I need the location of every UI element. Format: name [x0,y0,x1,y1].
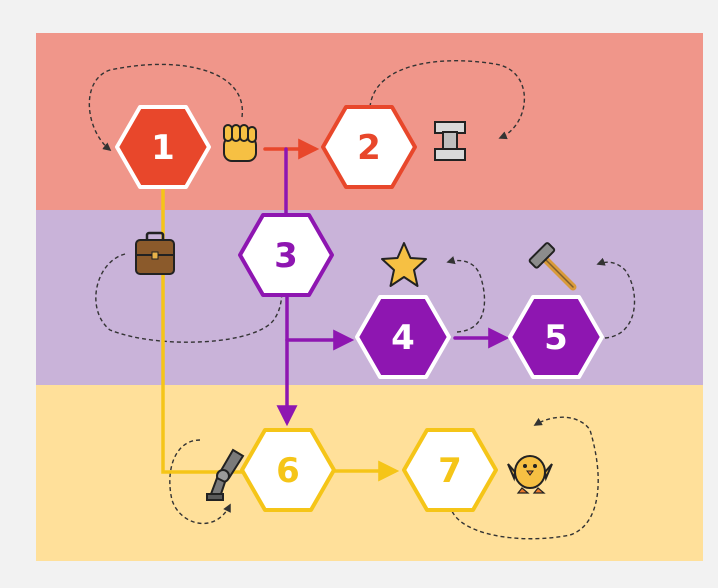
node-2-label: 2 [357,128,381,168]
briefcase-icon [135,231,175,275]
baby-chick-icon [507,455,553,494]
edge-1-to-6 [161,183,250,474]
star-icon [381,242,427,287]
node-5-label: 5 [544,318,568,358]
node-3-hexagon [238,213,334,297]
node-4: 4 [355,295,451,379]
node-5: 5 [508,295,604,379]
node-6-label: 6 [276,451,300,491]
node-2-hexagon [321,105,417,189]
self-loop-briefcase [95,249,283,343]
hammer-icon [528,242,577,291]
node-7-hexagon [402,428,498,512]
self-loop-2 [369,60,526,140]
self-loop-5 [596,257,636,339]
yellow-band [36,385,703,561]
node-1-hexagon [115,105,211,189]
node-7: 7 [402,428,498,512]
node-5-hexagon [508,295,604,379]
self-loop-4 [446,256,486,333]
node-7-label: 7 [438,451,462,491]
bolt-nut-icon [434,121,466,161]
node-4-label: 4 [391,318,415,358]
node-1-label: 1 [151,128,175,168]
node-6: 6 [240,428,336,512]
node-3-label: 3 [274,236,298,276]
mechanical-leg-icon [206,448,245,501]
node-3: 3 [238,213,334,297]
node-6-hexagon [240,428,336,512]
node-1: 1 [115,105,211,189]
raised-fist-icon [223,124,257,162]
node-4-hexagon [355,295,451,379]
self-loop-7 [449,416,599,540]
node-2: 2 [321,105,417,189]
self-loop-6 [169,439,231,525]
